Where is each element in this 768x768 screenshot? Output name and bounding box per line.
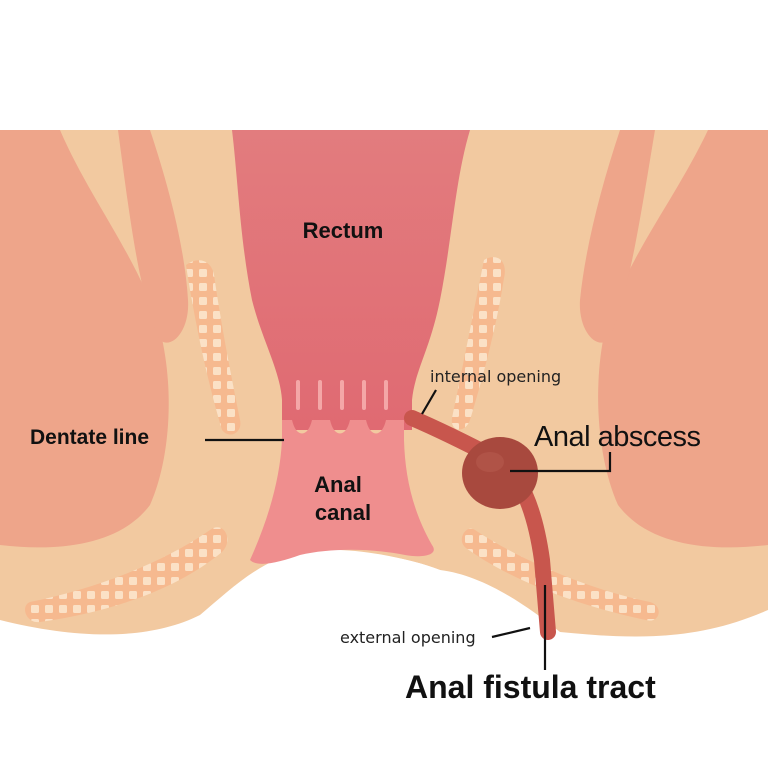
- abscess-highlight: [476, 452, 504, 472]
- left-upper-sphincter: [186, 260, 241, 435]
- anal-abscess: [462, 437, 538, 509]
- external-opening-label: external opening: [340, 628, 476, 647]
- anal-canal-label-line1: Anal: [314, 472, 362, 497]
- anal-canal: [250, 440, 434, 564]
- left-gluteal-muscle: [0, 130, 169, 548]
- dentate-line: [282, 420, 404, 445]
- rectal-columns: [296, 380, 388, 410]
- abscess-leader: [510, 452, 612, 473]
- internal-opening-leader: [421, 389, 437, 415]
- anal-fistula-tract-label: Anal fistula tract: [405, 669, 656, 705]
- right-upper-sphincter: [451, 257, 505, 430]
- external-opening-leader: [491, 626, 531, 639]
- perianal-skin-gap: [200, 554, 560, 768]
- anal-abscess-label: Anal abscess: [534, 421, 701, 453]
- right-lower-sphincter: [461, 528, 659, 621]
- rectum: [232, 130, 470, 430]
- left-inner-muscle: [118, 130, 189, 343]
- dentate-line-label: Dentate line: [30, 426, 149, 449]
- right-inner-muscle: [579, 130, 655, 343]
- rectum-label: Rectum: [303, 218, 384, 243]
- left-lower-sphincter: [25, 527, 228, 623]
- anal-canal-label-line2: canal: [315, 500, 371, 525]
- right-gluteal-muscle: [598, 130, 768, 548]
- internal-opening-label: internal opening: [430, 367, 561, 386]
